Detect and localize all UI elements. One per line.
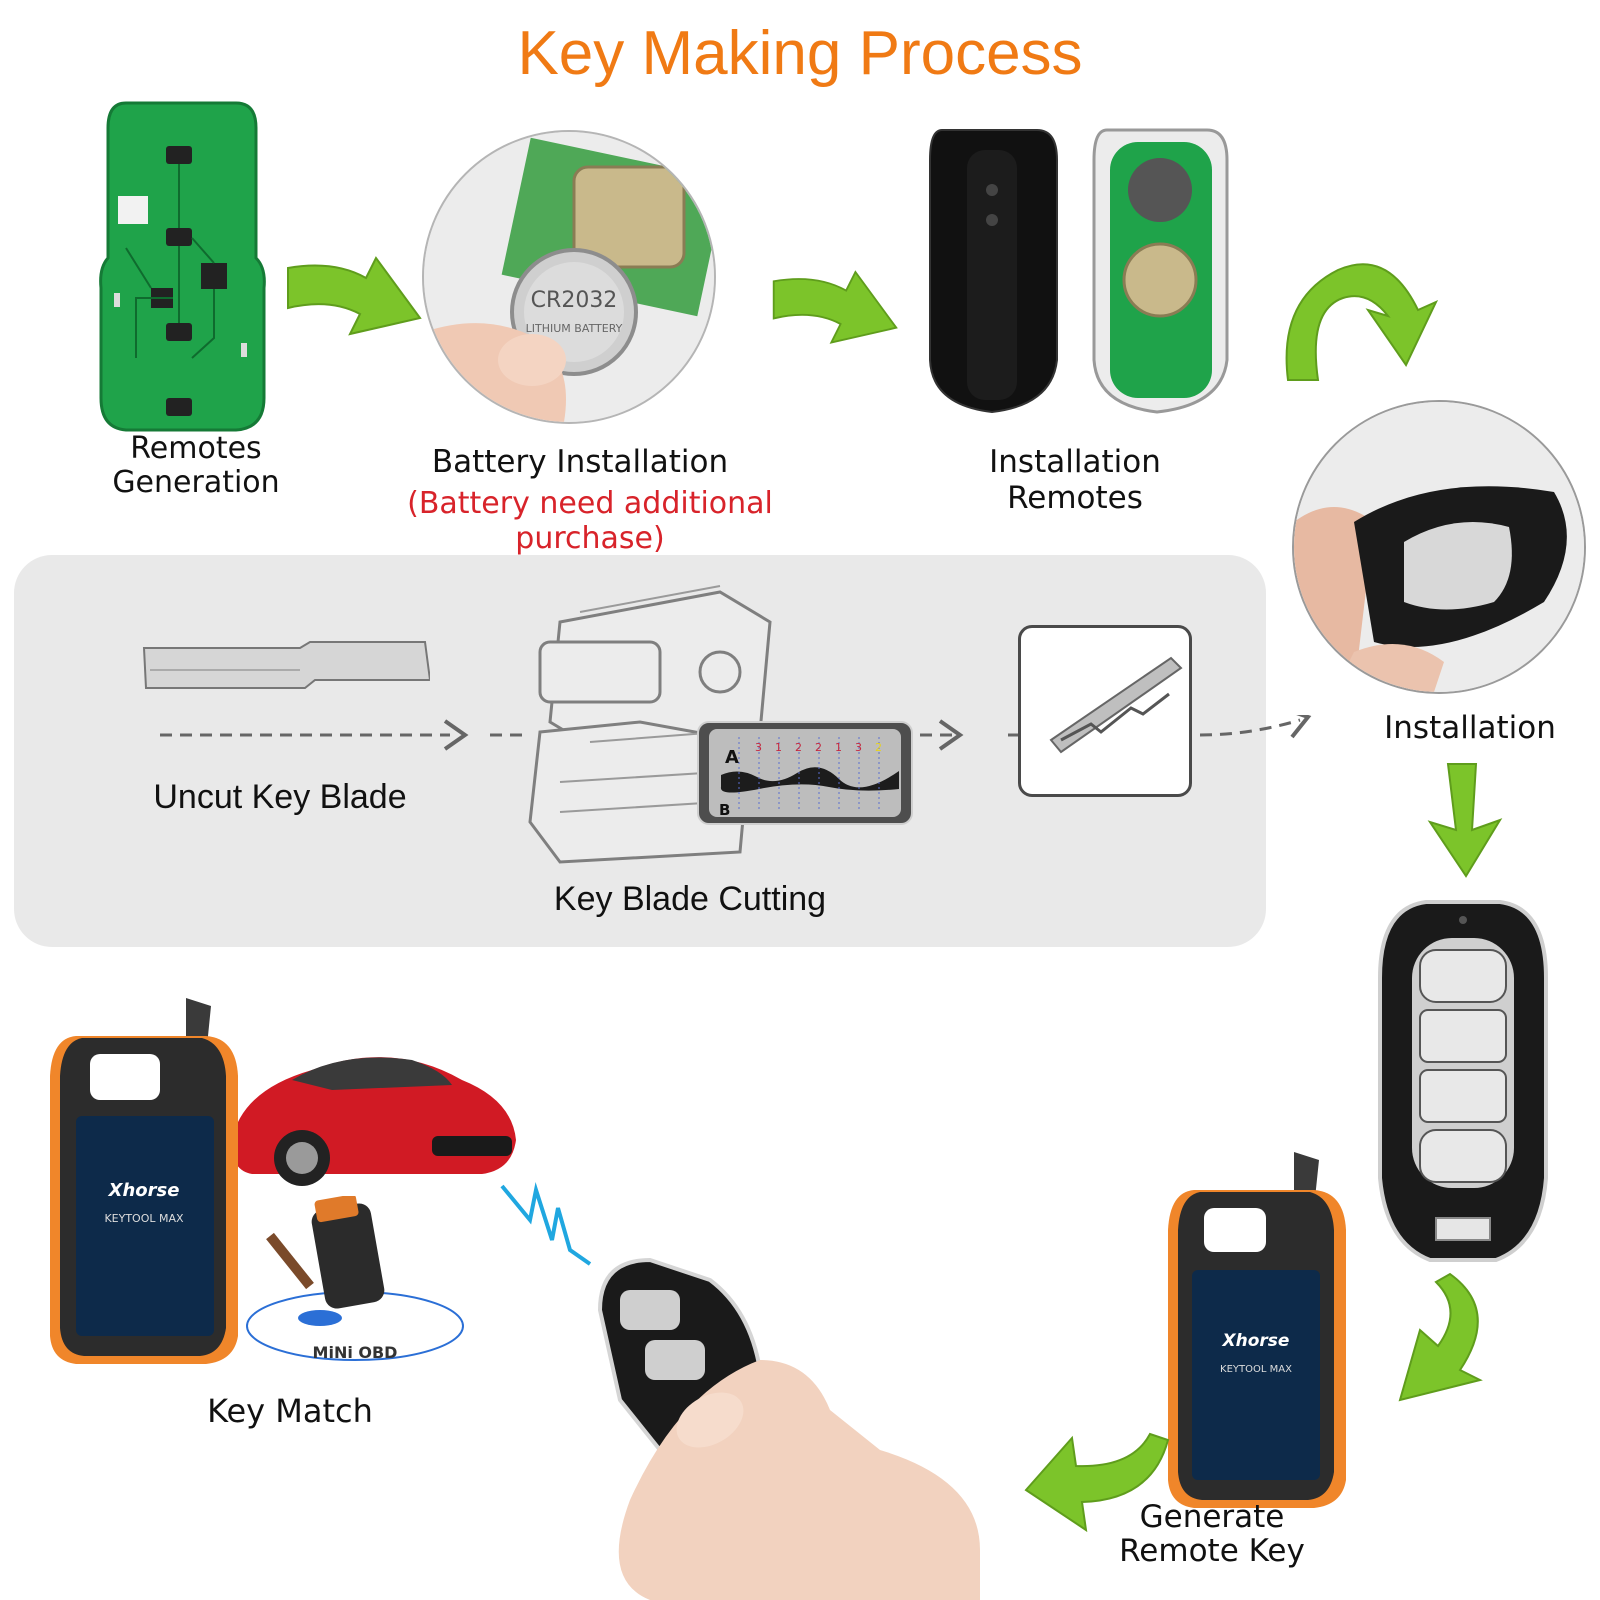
curved-arrow-icon	[1285, 263, 1439, 381]
keytool-max-device-image: Xhorse KEYTOOL MAX	[1168, 1152, 1346, 1508]
arrow-right-icon	[287, 256, 422, 336]
cutting-data-card: A B 3 1 2 2 1 3 2	[697, 721, 913, 825]
step-label-installation: Installation	[1384, 710, 1556, 746]
device-model: KEYTOOL MAX	[104, 1212, 184, 1225]
wireless-signal-icon	[500, 1182, 592, 1266]
cut-digit: 1	[835, 741, 842, 754]
cut-digit: 3	[755, 741, 762, 754]
cut-mark-b: B	[719, 801, 730, 819]
red-sports-car-image	[231, 1057, 517, 1186]
page-title: Key Making Process	[517, 19, 1083, 88]
step-label-uncut-key-blade: Uncut Key Blade	[153, 778, 407, 816]
keytool-max-device-image: Xhorse KEYTOOL MAX	[50, 998, 238, 1364]
device-brand: Xhorse	[1222, 1331, 1290, 1351]
cut-key-blade-image	[1018, 625, 1192, 797]
hand-remote-image	[597, 1257, 980, 1600]
cut-digit: 2	[795, 741, 802, 754]
step-label-key-match: Key Match	[207, 1392, 373, 1430]
curved-arrow-icon	[1398, 1272, 1483, 1402]
cut-mark-a: A	[725, 747, 739, 768]
battery-text: CR2032	[531, 288, 618, 313]
step-label-key-blade-cutting: Key Blade Cutting	[553, 880, 827, 918]
step-label-remotes-generation: Remotes Generation	[112, 431, 280, 500]
step-label-generate-remote-key: Generate Remote Key	[1119, 1499, 1305, 1569]
arrow-down-icon	[1427, 763, 1503, 878]
cut-digit: 3	[855, 741, 862, 754]
cut-digit: 1	[775, 741, 782, 754]
key-cutting-machine-image	[528, 585, 772, 864]
cut-digit: 2	[875, 741, 882, 754]
battery-note: (Battery need additional purchase)	[407, 486, 773, 556]
arrow-right-icon	[772, 270, 898, 344]
finished-remote-key-image	[1378, 900, 1548, 1262]
arrow-left-icon	[1024, 1432, 1170, 1533]
step-label-installation-remotes: Installation Remotes	[989, 444, 1161, 516]
mini-obd-image: MiNi OBD	[246, 1196, 464, 1362]
cut-digit: 2	[815, 741, 822, 754]
installation-image	[1292, 400, 1586, 694]
remote-shells-image	[929, 128, 1229, 414]
obd-label: MiNi OBD	[313, 1343, 398, 1362]
step-label-battery-installation: Battery Installation	[431, 444, 729, 480]
uncut-key-blade-image	[142, 641, 430, 689]
device-brand: Xhorse	[108, 1180, 180, 1201]
pcb-board-image	[99, 101, 266, 432]
battery-installation-image: CR2032 LITHIUM BATTERY	[422, 130, 716, 424]
dashed-flow-arrow	[160, 715, 1312, 751]
device-model: KEYTOOL MAX	[1220, 1364, 1292, 1375]
battery-sub-text: LITHIUM BATTERY	[526, 322, 623, 335]
